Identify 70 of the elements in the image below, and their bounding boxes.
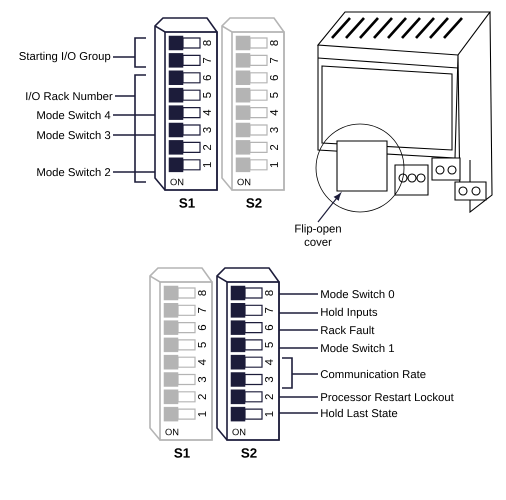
- switch-number: 6: [203, 75, 211, 80]
- switch-number: 6: [198, 324, 206, 330]
- switch-number: 4: [265, 359, 273, 366]
- cover-panel: [336, 140, 388, 192]
- callout-label: Rack Fault: [321, 326, 374, 334]
- switch-number: 8: [203, 40, 211, 46]
- switch-number: 2: [203, 144, 211, 150]
- switch-label: S2: [241, 448, 257, 458]
- switch-number: 8: [270, 40, 278, 46]
- switch-number: 5: [265, 342, 273, 348]
- callout-label: Mode Switch 1: [321, 344, 394, 352]
- callout-label: Communication Rate: [320, 370, 426, 378]
- leader-line: [280, 329, 318, 331]
- callout-label: Hold Last State: [321, 408, 398, 418]
- switch-number: 4: [198, 359, 206, 366]
- switch-number: 3: [203, 127, 211, 133]
- leader-line: [280, 347, 318, 349]
- switch-number: 6: [270, 75, 278, 80]
- switch-number: 6: [265, 324, 273, 330]
- on-label: ON: [232, 428, 246, 436]
- leader-line: [280, 412, 318, 414]
- switch-number: 5: [203, 92, 211, 98]
- bracket: [282, 357, 293, 389]
- callout-label: Mode Switch 3: [37, 130, 110, 140]
- switch-number: 4: [203, 110, 211, 116]
- switch-number: 8: [265, 290, 273, 296]
- switch-number: 3: [265, 376, 273, 382]
- leader-line: [115, 95, 135, 97]
- switch-label: S1: [174, 448, 190, 458]
- switch-number: 5: [270, 92, 278, 98]
- switch-number: 5: [198, 342, 206, 348]
- leader-line: [113, 134, 155, 136]
- leader-line: [280, 396, 318, 398]
- bracket: [134, 74, 146, 183]
- leader-line: [113, 56, 135, 58]
- callout-label: Processor Restart Lockout: [321, 392, 454, 402]
- callout-label: Hold Inputs: [321, 308, 378, 318]
- leader-line: [280, 312, 318, 314]
- switch-label: S1: [179, 198, 195, 208]
- switch-number: 7: [270, 58, 278, 63]
- switch-number: 1: [265, 412, 273, 416]
- switch-number: 7: [203, 58, 211, 63]
- switch-number: 3: [270, 127, 278, 133]
- on-label: ON: [170, 178, 184, 186]
- switch-number: 4: [270, 110, 278, 116]
- switch-label: S2: [246, 198, 262, 208]
- callout-label: Mode Switch 4: [37, 110, 110, 120]
- on-label: ON: [165, 428, 178, 436]
- on-label: ON: [237, 178, 250, 186]
- bracket: [134, 37, 146, 68]
- switch-number: 7: [265, 308, 273, 313]
- leader-line: [113, 114, 155, 116]
- switch-number: 3: [198, 376, 206, 382]
- callout-label: Mode Switch 0: [321, 290, 394, 298]
- leader-line: [113, 171, 155, 173]
- arrow: [318, 192, 341, 222]
- switch-number: 2: [265, 394, 273, 400]
- switch-number: 1: [270, 162, 278, 168]
- switch-number: 1: [198, 412, 206, 416]
- leader-line: [280, 293, 318, 295]
- switch-number: 7: [198, 308, 206, 313]
- leader-line: [292, 373, 318, 375]
- switch-number: 8: [198, 290, 206, 296]
- switch-number: 1: [203, 162, 211, 168]
- callout-label: Starting I/O Group: [19, 52, 110, 62]
- callout-label: Flip-open cover: [295, 224, 341, 246]
- callout-label: Mode Switch 2: [37, 168, 110, 176]
- switch-number: 2: [270, 144, 278, 150]
- switch-number: 2: [198, 394, 206, 400]
- callout-label: I/O Rack Number: [26, 92, 113, 100]
